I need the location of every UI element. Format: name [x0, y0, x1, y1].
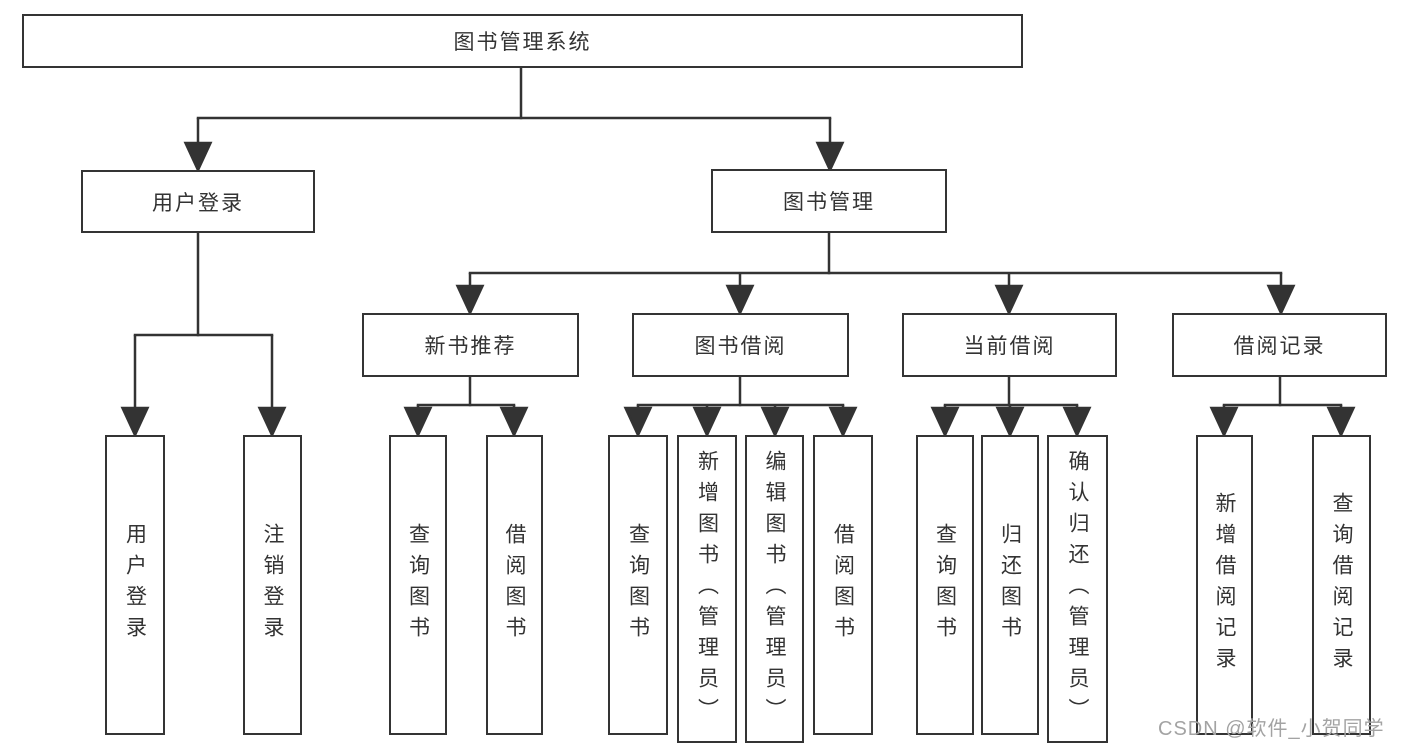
node-root-label: 图书管理系统: [453, 31, 592, 54]
leaf-query-books-newrec: 查询图书: [389, 435, 447, 735]
leaf-logout: 注销登录: [243, 435, 302, 735]
node-book-mgmt: 图书管理: [711, 169, 947, 233]
connector-borrow-records: [1209, 377, 1356, 438]
node-book-borrow-label: 图书借阅: [694, 335, 787, 358]
leaf-add-books-admin-label: 新增图书（管理员）: [695, 449, 719, 729]
node-user-login-label: 用户登录: [152, 191, 244, 215]
leaf-confirm-return-admin-label: 确认归还（管理员）: [1066, 449, 1089, 729]
leaf-edit-books-admin: 编辑图书（管理员）: [745, 435, 804, 743]
leaf-query-borrow-record-label: 查询借阅记录: [1330, 492, 1353, 678]
leaf-query-books-newrec-label: 查询图书: [406, 523, 430, 647]
node-book-borrow: 图书借阅: [632, 313, 849, 377]
node-borrow-records-label: 借阅记录: [1233, 335, 1326, 358]
leaf-borrow-books-newrec-label: 借阅图书: [503, 523, 526, 647]
leaf-user-login-label: 用户登录: [123, 523, 147, 647]
leaf-borrow-books-newrec: 借阅图书: [486, 435, 543, 735]
leaf-add-borrow-record: 新增借阅记录: [1196, 435, 1253, 735]
connector-book-mgmt: [455, 233, 1296, 316]
connector-user-login: [120, 233, 287, 438]
leaf-return-books: 归还图书: [981, 435, 1039, 735]
node-book-mgmt-label: 图书管理: [783, 191, 875, 214]
leaf-edit-books-admin-label: 编辑图书（管理员）: [763, 449, 786, 729]
leaf-user-login: 用户登录: [105, 435, 165, 735]
leaf-logout-label: 注销登录: [261, 523, 284, 647]
watermark: CSDN @软件_小贺同学: [1158, 718, 1385, 740]
leaf-return-books-label: 归还图书: [998, 523, 1022, 647]
node-new-book-rec-label: 新书推荐: [424, 335, 517, 358]
leaf-add-books-admin: 新增图书（管理员）: [677, 435, 737, 743]
leaf-query-borrow-record: 查询借阅记录: [1312, 435, 1371, 735]
node-new-book-rec: 新书推荐: [362, 313, 579, 377]
connector-root: [183, 68, 845, 173]
node-borrow-records: 借阅记录: [1172, 313, 1387, 377]
connector-current-borrow: [930, 377, 1092, 438]
leaf-add-borrow-record-label: 新增借阅记录: [1213, 492, 1236, 678]
node-current-borrow-label: 当前借阅: [963, 335, 1056, 358]
node-user-login: 用户登录: [81, 170, 315, 233]
leaf-query-books-borrow-label: 查询图书: [626, 523, 650, 647]
leaf-query-books-borrow: 查询图书: [608, 435, 668, 735]
connector-new-book-rec: [403, 377, 529, 438]
leaf-confirm-return-admin: 确认归还（管理员）: [1047, 435, 1108, 743]
node-current-borrow: 当前借阅: [902, 313, 1117, 377]
connector-book-borrow: [623, 377, 858, 438]
node-root: 图书管理系统: [22, 14, 1023, 68]
leaf-query-books-current: 查询图书: [916, 435, 974, 735]
leaf-borrow-books-borrow: 借阅图书: [813, 435, 873, 735]
leaf-borrow-books-borrow-label: 借阅图书: [831, 523, 855, 647]
leaf-query-books-current-label: 查询图书: [933, 523, 957, 647]
